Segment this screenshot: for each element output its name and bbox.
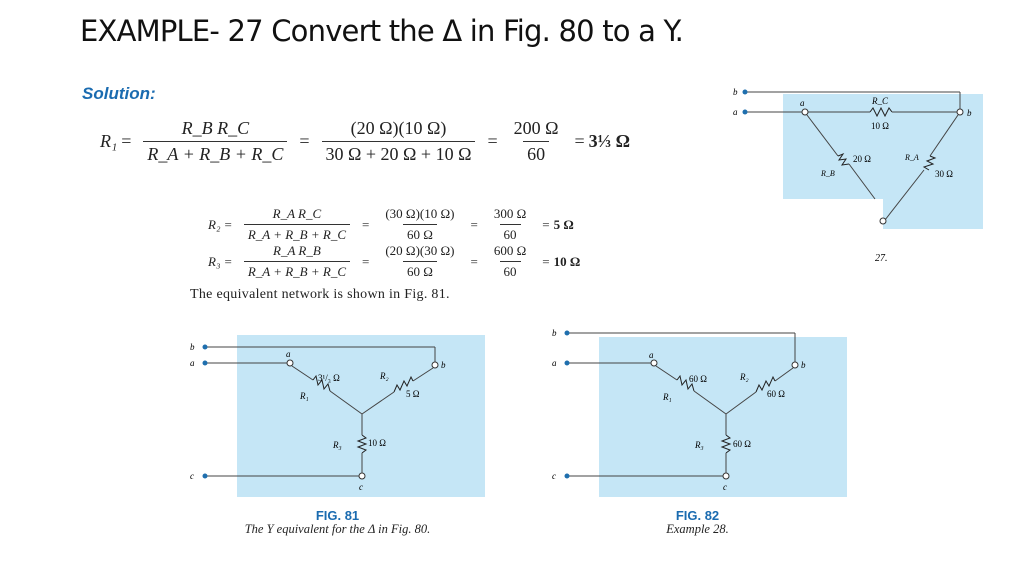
diagram-background xyxy=(599,337,847,497)
svg-text:R_C: R_C xyxy=(871,96,889,106)
terminal-label: a xyxy=(733,107,738,117)
eq-lhs: R₃ xyxy=(208,253,221,269)
svg-text:60 Ω: 60 Ω xyxy=(689,374,707,384)
svg-text:R₂: R₂ xyxy=(379,371,389,381)
svg-text:a: a xyxy=(190,358,195,368)
svg-text:b: b xyxy=(801,360,806,370)
svg-text:a: a xyxy=(552,358,557,368)
svg-text:c: c xyxy=(552,471,556,481)
svg-text:a: a xyxy=(649,350,654,360)
terminal-dot-c xyxy=(202,473,208,479)
terminal-dot-b xyxy=(742,89,748,95)
svg-text:10 Ω: 10 Ω xyxy=(871,121,889,131)
eq-result: 3⅓ Ω xyxy=(588,131,631,151)
solution-heading: Solution: xyxy=(82,84,156,103)
solution-note: The equivalent network is shown in Fig. … xyxy=(190,287,450,302)
eq-result: 10 Ω xyxy=(553,253,581,269)
svg-text:a: a xyxy=(800,98,805,108)
svg-text:R₃: R₃ xyxy=(332,440,342,450)
svg-text:c: c xyxy=(190,471,194,481)
eq-lhs: R₁ xyxy=(100,131,118,151)
svg-text:b: b xyxy=(552,328,557,338)
fig82-caption: Example 28. xyxy=(666,522,729,536)
svg-text:R₂: R₂ xyxy=(739,372,749,382)
svg-text:5 Ω: 5 Ω xyxy=(406,389,420,399)
svg-text:R_A: R_A xyxy=(904,153,919,162)
calc-fraction: 200 Ω 60 xyxy=(513,118,559,164)
terminal-dot-a xyxy=(202,360,208,366)
slide-title: EXAMPLE- 27 Convert the Δ in Fig. 80 to … xyxy=(80,14,684,48)
svg-text:R₁: R₁ xyxy=(662,392,672,402)
terminal-dot-c xyxy=(564,473,570,479)
svg-text:b: b xyxy=(190,342,195,352)
substitution-fraction: (20 Ω)(10 Ω) 30 Ω + 20 Ω + 10 Ω xyxy=(321,118,476,165)
svg-text:c: c xyxy=(723,482,727,492)
fig82-title: FIG. 82 xyxy=(675,508,720,523)
equation-r2: R₂ = R_A R_C R_A + R_B + R_C = (30 Ω)(10… xyxy=(208,206,574,243)
svg-text:60 Ω: 60 Ω xyxy=(767,389,785,399)
substitution-fraction: (20 Ω)(30 Ω) 60 Ω xyxy=(385,243,455,279)
svg-text:10 Ω: 10 Ω xyxy=(368,438,386,448)
svg-text:R₁: R₁ xyxy=(299,391,309,401)
fig81-y-diagram: b a c a b c 3¹/₃ Ω R₁ R₂ 5 Ω R₃ 10 Ω xyxy=(190,335,485,497)
formula-fraction: R_A R_B R_A + R_B + R_C xyxy=(243,243,350,280)
svg-text:b: b xyxy=(441,360,446,370)
diagram-background xyxy=(237,335,485,497)
substitution-fraction: (30 Ω)(10 Ω) 60 Ω xyxy=(385,206,455,242)
calc-fraction: 300 Ω 60 xyxy=(493,206,527,242)
fig80-delta-diagram: b a a b R_C 10 Ω 20 Ω R_B R_A 30 Ω 27. xyxy=(733,87,983,269)
svg-text:R_B: R_B xyxy=(820,169,835,178)
terminal-label: b xyxy=(733,87,738,97)
terminal-dot-b xyxy=(202,344,208,350)
svg-text:20 Ω: 20 Ω xyxy=(853,154,871,164)
formula-fraction: R_A R_C R_A + R_B + R_C xyxy=(243,206,350,243)
svg-text:b: b xyxy=(967,108,972,118)
formula-fraction: R_B R_C R_A + R_B + R_C xyxy=(143,118,288,165)
eq-result: 5 Ω xyxy=(553,216,574,232)
calc-fraction: 600 Ω 60 xyxy=(493,243,527,279)
svg-text:60 Ω: 60 Ω xyxy=(733,439,751,449)
terminal-dot-a xyxy=(564,360,570,366)
svg-text:c: c xyxy=(359,482,363,492)
svg-text:a: a xyxy=(286,349,291,359)
svg-text:R₃: R₃ xyxy=(694,440,704,450)
equation-r1: R₁ = R_B R_C R_A + R_B + R_C = (20 Ω)(10… xyxy=(100,118,631,165)
equation-r3: R₃ = R_A R_B R_A + R_B + R_C = (20 Ω)(30… xyxy=(208,243,581,280)
eq-lhs: R₂ xyxy=(208,216,221,232)
fig82-y-diagram: b a c a b c 60 Ω R₁ R₂ 60 Ω R₃ 60 Ω xyxy=(552,328,847,497)
svg-text:3¹/₃ Ω: 3¹/₃ Ω xyxy=(318,373,340,383)
terminal-dot-a xyxy=(742,109,748,115)
svg-text:27.: 27. xyxy=(875,253,888,264)
fig81-caption: The Y equivalent for the Δ in Fig. 80. xyxy=(244,522,431,536)
fig81-title: FIG. 81 xyxy=(315,508,360,523)
terminal-dot-b xyxy=(564,330,570,336)
svg-text:30 Ω: 30 Ω xyxy=(935,169,953,179)
